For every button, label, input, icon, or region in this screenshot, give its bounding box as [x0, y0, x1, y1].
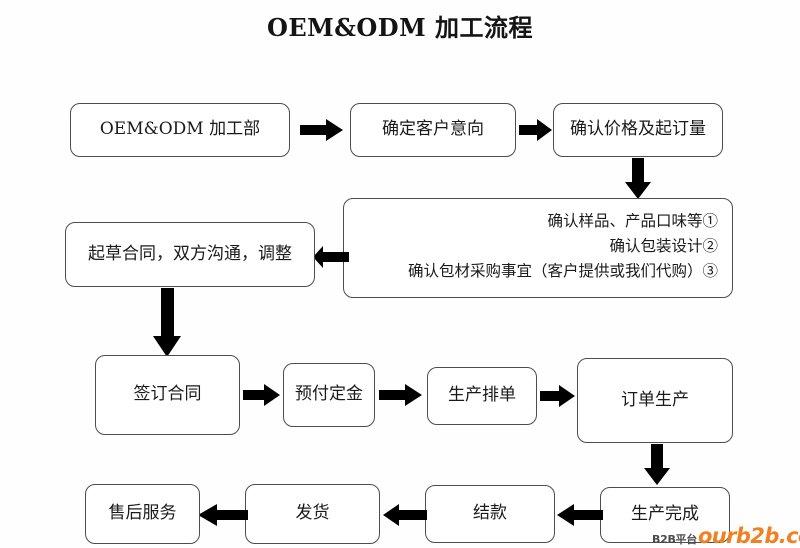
arrow-down-draft-to-sign [152, 288, 182, 358]
node-draft-contract: 起草合同，双方沟通，调整 [65, 222, 315, 287]
node-shipment: 发货 [245, 484, 380, 544]
detail-line-1: 确认样品、产品口味等① [547, 212, 718, 230]
arrow-down-price-to-details [624, 158, 652, 200]
node-confirm-intent: 确定客户意向 [350, 103, 516, 157]
site-watermark: B2B平台 ourb2b.com [652, 524, 800, 548]
node-after-sales: 售后服务 [85, 484, 200, 544]
node-confirm-details: 确认样品、产品口味等① 确认包装设计② 确认包材采购事宜（客户提供或我们代购）③ [343, 198, 733, 298]
node-production-schedule: 生产排单 [427, 367, 537, 425]
node-order-production: 订单生产 [577, 358, 733, 443]
watermark-domain: ourb2b.com [697, 524, 800, 548]
arrow-right-schedule-to-order [540, 384, 576, 408]
node-settlement: 结款 [425, 485, 555, 543]
arrow-right-oem-to-intent [300, 118, 344, 142]
page-title: OEM&ODM 加工流程 [266, 13, 534, 42]
watermark-prefix: B2B平台 [652, 533, 697, 546]
detail-line-2: 确认包装设计② [609, 237, 718, 256]
detail-line-3: 确认包材采购事宜（客户提供或我们代购）③ [407, 262, 718, 281]
node-production-done: 生产完成 [600, 487, 730, 543]
node-oem-dept: OEM&ODM 加工部 [70, 103, 290, 157]
arrow-left-done-to-settlement [557, 503, 603, 527]
node-confirm-price: 确认价格及起订量 [553, 103, 723, 157]
node-prepay-deposit: 预付定金 [283, 363, 375, 427]
arrow-left-shipment-to-aftersales [198, 503, 248, 527]
arrow-down-order-to-done [643, 444, 671, 486]
arrow-right-sign-to-deposit [243, 383, 281, 407]
arrow-right-intent-to-price [519, 118, 553, 142]
arrow-left-settlement-to-shipment [383, 503, 427, 527]
node-sign-contract: 签订合同 [95, 355, 240, 435]
arrow-left-details-to-draft [313, 245, 349, 269]
arrow-right-deposit-to-schedule [379, 383, 423, 407]
